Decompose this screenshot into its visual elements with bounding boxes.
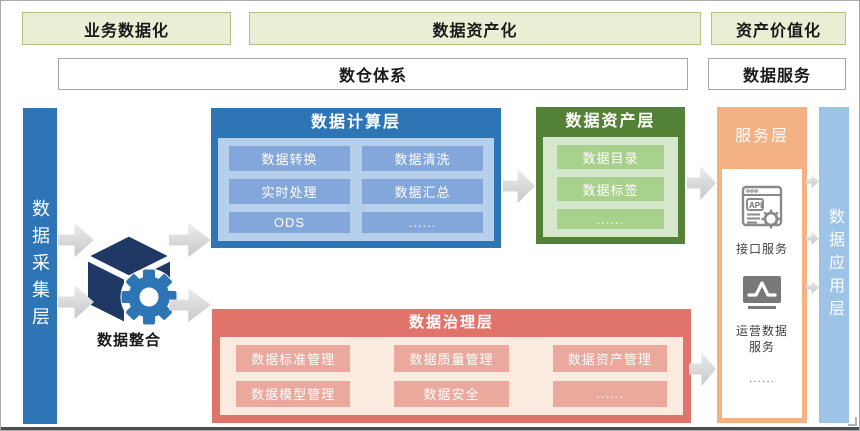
svg-text:API: API (749, 201, 762, 210)
flow-arrow-asset-to-service (687, 166, 716, 200)
application-layer-bar: 数据应用层 (819, 107, 849, 423)
data-service-label: 数据服务 (742, 68, 811, 85)
flow-arrow-governance-to-service (689, 352, 716, 386)
governance-cell: ...... (552, 380, 667, 407)
governance-cell: 数据质量管理 (394, 345, 509, 372)
application-layer-label: 数据应用层 (826, 207, 843, 323)
asset-layer-body: 数据目录 数据标签 ...... (543, 137, 678, 237)
governance-cell: 数据标准管理 (236, 345, 351, 372)
service-layer-title: 服务层 (734, 128, 789, 145)
integration-label: 数据整合 (96, 332, 161, 349)
api-icon: API (740, 183, 784, 236)
operation-data-service-label: 运营数据服务 (735, 324, 788, 354)
compute-cell: 数据汇总 (362, 179, 483, 204)
asset-cell: 数据标签 (557, 177, 664, 201)
stage-value-box: 资产价值化 (711, 12, 846, 45)
interface-service-label: 接口服务 (735, 242, 788, 256)
warehouse-system-label: 数仓体系 (338, 68, 407, 85)
service-layer-body: API 接口服务 (722, 169, 802, 418)
compute-cell: 数据清洗 (362, 146, 483, 171)
flow-arrow-service-to-app-2 (806, 232, 819, 245)
compute-cell: 数据转换 (229, 146, 350, 171)
asset-layer-title: 数据资产层 (565, 113, 656, 130)
governance-cell: 数据模型管理 (236, 380, 351, 407)
data-service-box: 数据服务 (708, 58, 846, 90)
compute-layer-panel: 数据计算层 数据转换 数据清洗 实时处理 数据汇总 ODS ...... (211, 108, 501, 248)
stage-value-label: 资产价值化 (735, 22, 821, 40)
compute-cell: 实时处理 (229, 179, 350, 204)
asset-cell: ...... (557, 209, 664, 229)
service-layer-panel: 服务层 API (717, 107, 807, 423)
collection-layer-bar: 数据采集层 (23, 108, 57, 424)
governance-layer-title: 数据治理层 (408, 314, 494, 331)
flow-arrow-compute-to-asset (503, 169, 535, 203)
asset-layer-panel: 数据资产层 数据目录 数据标签 ...... (536, 107, 685, 244)
resize-corner (848, 417, 857, 426)
service-more-dots: ...... (748, 371, 775, 385)
governance-cell: 数据安全 (394, 380, 509, 407)
governance-layer-panel: 数据治理层 数据标准管理 数据质量管理 数据资产管理 数据模型管理 数据安全 .… (212, 309, 691, 423)
flow-arrow-service-to-app-1 (806, 175, 819, 188)
monitor-chart-icon (740, 273, 784, 318)
collection-layer-label: 数据采集层 (30, 198, 50, 334)
warehouse-system-box: 数仓体系 (58, 58, 688, 90)
asset-cell: 数据目录 (557, 145, 664, 169)
governance-cell: 数据资产管理 (552, 345, 667, 372)
compute-cell: ...... (362, 212, 483, 233)
stage-business-box: 业务数据化 (22, 12, 231, 45)
cube-gear-icon (81, 233, 178, 326)
compute-layer-title: 数据计算层 (310, 114, 401, 131)
bottom-divider (1, 427, 859, 430)
governance-layer-body: 数据标准管理 数据质量管理 数据资产管理 数据模型管理 数据安全 ...... (220, 337, 683, 415)
flow-arrow-service-to-app-3 (806, 281, 819, 294)
stage-asset-label: 数据资产化 (432, 22, 518, 40)
compute-cell: ODS (229, 212, 350, 233)
stage-asset-box: 数据资产化 (249, 12, 701, 45)
compute-layer-body: 数据转换 数据清洗 实时处理 数据汇总 ODS ...... (218, 138, 494, 241)
stage-business-label: 业务数据化 (83, 22, 169, 40)
